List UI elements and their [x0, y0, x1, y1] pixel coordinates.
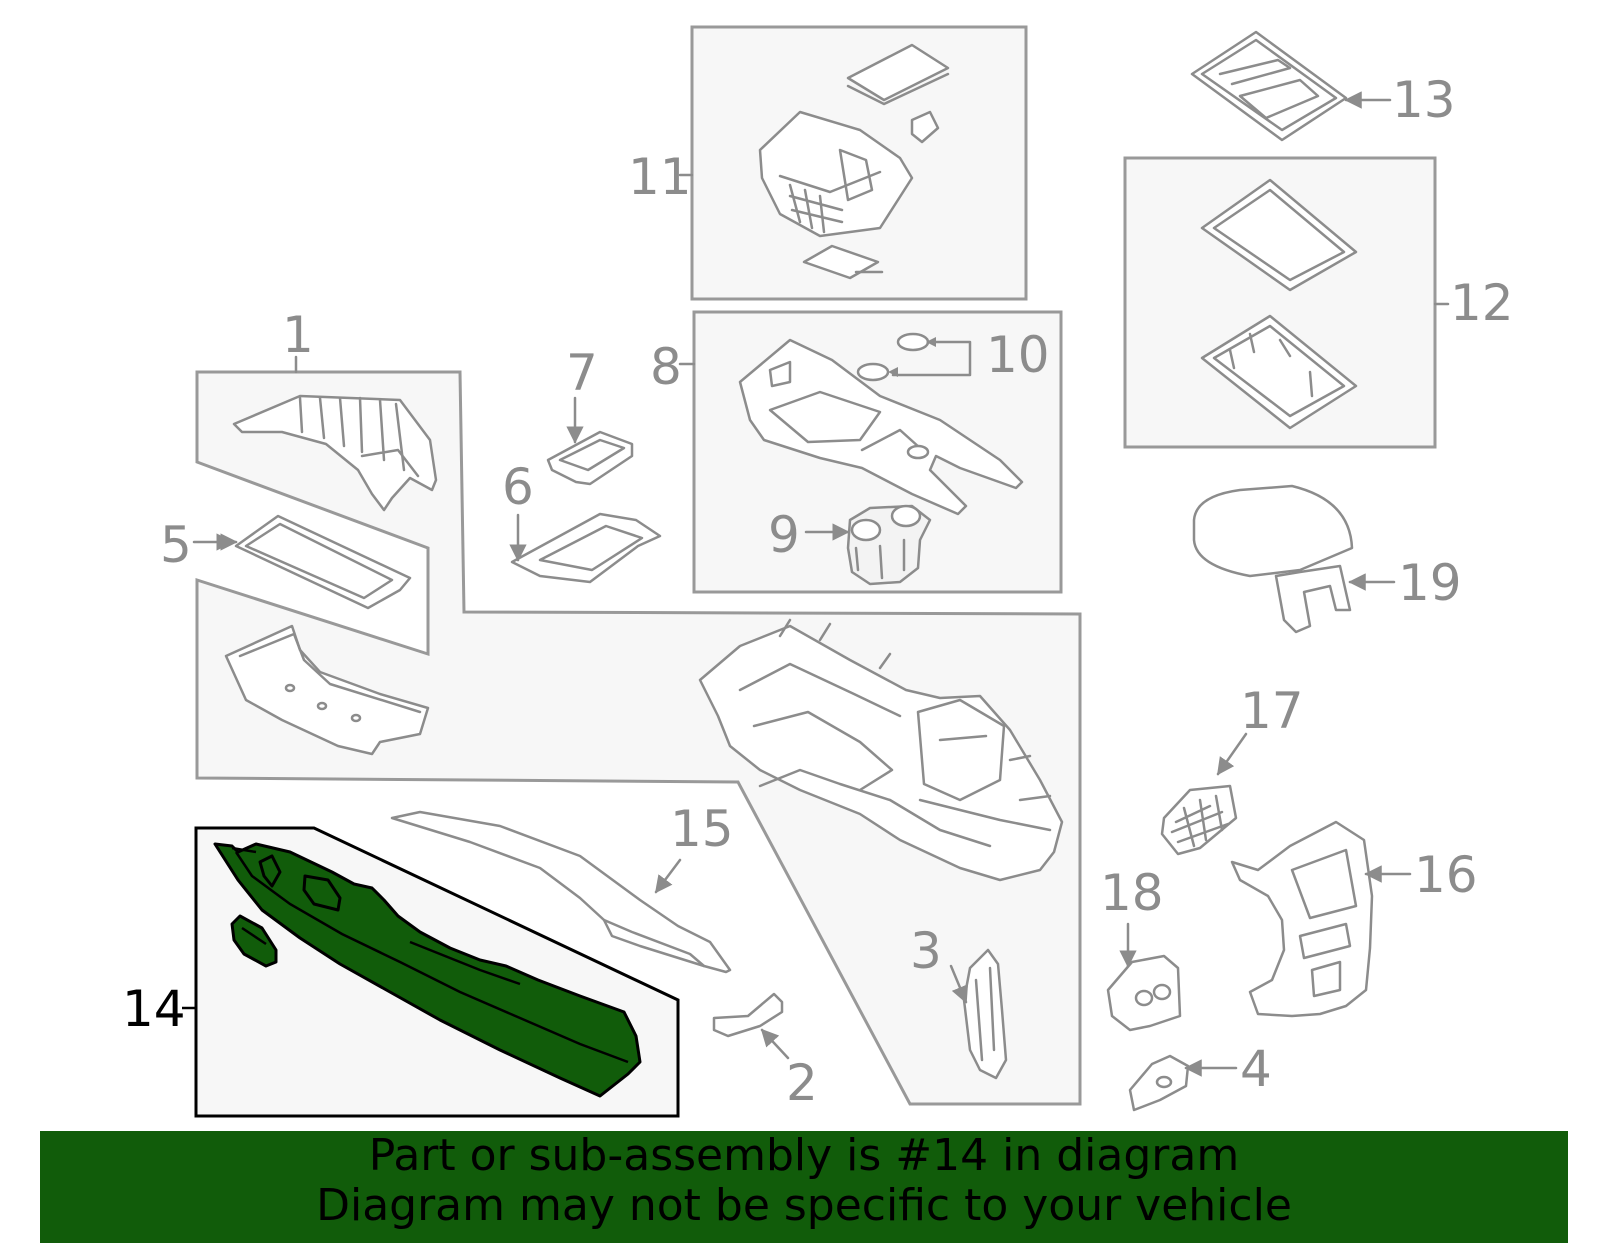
callout-11: 11: [628, 148, 692, 206]
callout-19: 19: [1398, 554, 1462, 612]
part-trim-frames-12[interactable]: [1200, 178, 1358, 430]
part-trim-bezel-13[interactable]: [1190, 30, 1348, 142]
callout-14: 14: [122, 980, 186, 1038]
callout-4: 4: [1240, 1040, 1272, 1098]
callout-10: 10: [986, 326, 1050, 384]
part-rings-10[interactable]: [856, 332, 972, 382]
group-box-1: [195, 370, 1082, 1106]
callout-12: 12: [1450, 274, 1514, 332]
part-bracket-3[interactable]: [962, 948, 1008, 1080]
banner-line-part-number: Part or sub-assembly is #14 in diagram: [368, 1130, 1240, 1181]
callout-13: 13: [1392, 71, 1456, 129]
callout-6: 6: [502, 458, 534, 516]
leader-lines: [182, 91, 1450, 1077]
part-trim-strip-15[interactable]: [390, 810, 732, 974]
part-tray-5[interactable]: [234, 514, 412, 610]
part-console-top-8[interactable]: [738, 338, 1024, 516]
part-cup-holder-9[interactable]: [846, 504, 932, 586]
part-bezel-16[interactable]: [1230, 820, 1374, 1018]
part-console-frame[interactable]: [698, 618, 1064, 882]
callout-2: 2: [786, 1054, 818, 1112]
part-storage-bin-11[interactable]: [758, 43, 950, 280]
part-side-panel-14[interactable]: [213, 842, 642, 1098]
part-armrest-19[interactable]: [1192, 484, 1354, 634]
callout-17: 17: [1240, 682, 1304, 740]
callout-8: 8: [650, 338, 682, 396]
part-tray-7[interactable]: [546, 430, 634, 486]
callout-9: 9: [768, 506, 800, 564]
notice-banner: Part or sub-assembly is #14 in diagram D…: [40, 1131, 1568, 1243]
callout-5: 5: [160, 516, 192, 574]
callout-7: 7: [566, 344, 598, 402]
callout-16: 16: [1414, 846, 1478, 904]
banner-line-disclaimer: Diagram may not be specific to your vehi…: [316, 1180, 1292, 1231]
callout-3: 3: [910, 922, 942, 980]
part-bracket-4[interactable]: [1128, 1054, 1190, 1112]
part-lower-panel[interactable]: [224, 624, 430, 756]
part-switch-18[interactable]: [1106, 954, 1182, 1032]
notice-banner-background: [40, 1131, 1568, 1243]
callout-labels: 1 2 3 4 5 6 7 8 9 10 11 12 13 14 15 16 1…: [122, 71, 1514, 1112]
part-vent-14[interactable]: [230, 914, 278, 968]
callout-18: 18: [1100, 864, 1164, 922]
part-tray-6[interactable]: [510, 512, 662, 584]
part-vent-17[interactable]: [1160, 784, 1238, 856]
callout-1: 1: [282, 306, 314, 364]
part-bracket-2[interactable]: [712, 992, 784, 1038]
part-panel-1[interactable]: [232, 394, 438, 512]
callout-15: 15: [670, 800, 734, 858]
